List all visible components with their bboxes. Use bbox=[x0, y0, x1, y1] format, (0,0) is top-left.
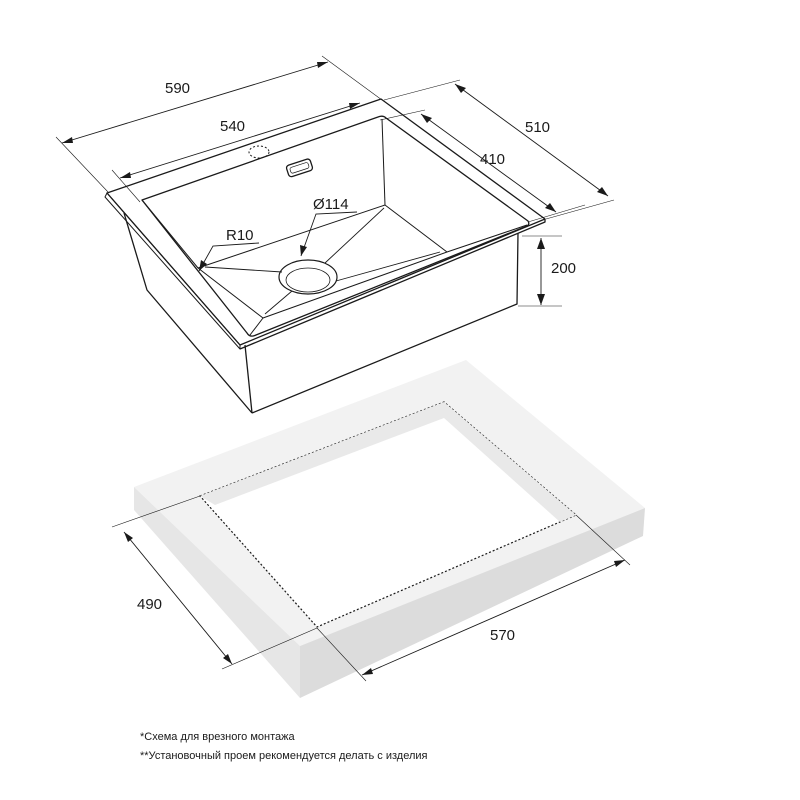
sink-body-front-left bbox=[244, 344, 253, 414]
dim-590-ext-right bbox=[321, 55, 383, 101]
arrow-r10 bbox=[199, 260, 207, 271]
arrow-410-top bbox=[421, 114, 432, 123]
dim-510-ext-top bbox=[383, 79, 461, 101]
countertop-cutout bbox=[198, 401, 578, 628]
dim-d114-leader bbox=[300, 211, 358, 257]
tap-hole bbox=[248, 145, 270, 159]
dimension-labels: 590 540 510 410 Ø114 R10 200 490 570 bbox=[137, 80, 576, 644]
arrow-490-bottom bbox=[223, 654, 232, 664]
arrow-510-top bbox=[455, 84, 466, 93]
label-cutout-width: 570 bbox=[490, 627, 515, 644]
arrow-570-right bbox=[614, 560, 625, 567]
drain-hole-inner bbox=[285, 267, 331, 293]
arrow-590-right bbox=[317, 62, 328, 68]
dim-490-ext-top bbox=[111, 495, 201, 528]
arrow-200-top bbox=[537, 238, 545, 249]
label-overall-depth: 510 bbox=[525, 119, 550, 136]
label-bowl-depth: 410 bbox=[480, 151, 505, 168]
bowl-corner-back bbox=[381, 118, 386, 206]
arrow-510-bottom bbox=[597, 187, 608, 196]
sink-body-bottom bbox=[251, 232, 519, 414]
bowl-corner-front bbox=[249, 317, 264, 336]
dim-590-ext-left bbox=[55, 136, 109, 193]
label-bowl-width: 540 bbox=[220, 118, 245, 135]
drain-groove-1 bbox=[204, 266, 283, 273]
dim-410-line bbox=[420, 113, 557, 213]
countertop-left-face bbox=[134, 487, 300, 698]
cutout-inner-wall-far bbox=[444, 402, 576, 522]
arrow-590-left bbox=[62, 137, 73, 143]
arrow-570-left bbox=[362, 668, 373, 675]
dimension-lines bbox=[55, 55, 631, 682]
drain-groove-2 bbox=[324, 207, 385, 264]
arrow-410-bottom bbox=[545, 203, 556, 212]
dim-570-line bbox=[361, 559, 626, 676]
sink-bowl-floor bbox=[197, 204, 448, 319]
overflow-slot-inner bbox=[289, 162, 310, 174]
dim-410-ext-bottom bbox=[527, 204, 586, 223]
countertop bbox=[134, 360, 645, 698]
label-bowl-height: 200 bbox=[551, 260, 576, 277]
dim-570-ext-right bbox=[575, 514, 631, 566]
dim-510-ext-bottom bbox=[545, 199, 615, 220]
label-overall-width: 590 bbox=[165, 80, 190, 97]
dim-540-ext-left bbox=[111, 169, 141, 203]
dimension-arrowheads bbox=[62, 62, 625, 675]
sink-body-left bbox=[123, 212, 253, 414]
drain-groove-4 bbox=[264, 290, 293, 315]
sink-rim-front-edge bbox=[239, 219, 546, 350]
overflow-slot bbox=[285, 158, 314, 178]
label-cutout-depth: 490 bbox=[137, 596, 162, 613]
installation-note-2: **Установочный проем рекомендуется делат… bbox=[140, 750, 428, 762]
arrow-200-bottom bbox=[537, 294, 545, 305]
cutout-inner-wall-left bbox=[200, 402, 444, 505]
dim-570-ext-left bbox=[316, 627, 367, 682]
arrow-490-top bbox=[124, 532, 133, 542]
sink-bowl-opening bbox=[141, 115, 530, 337]
dim-490-line bbox=[123, 531, 233, 665]
countertop-front-face bbox=[300, 508, 645, 698]
sink bbox=[104, 98, 546, 414]
dim-590-line bbox=[61, 61, 329, 144]
arrow-540-right bbox=[349, 103, 360, 109]
drain-groove-3 bbox=[335, 251, 441, 282]
dim-540-line bbox=[119, 102, 361, 179]
arrow-540-left bbox=[120, 172, 131, 178]
installation-note-1: *Схема для врезного монтажа bbox=[140, 731, 295, 743]
drain-hole bbox=[278, 259, 338, 295]
label-corner-radius: R10 bbox=[226, 227, 254, 244]
dim-510-line bbox=[454, 83, 609, 197]
arrow-d114 bbox=[300, 245, 307, 256]
dim-490-ext-bottom bbox=[221, 627, 318, 670]
bowl-corner-back-left bbox=[141, 199, 199, 269]
label-drain-diameter: Ø114 bbox=[313, 196, 349, 213]
dim-410-ext-top bbox=[379, 109, 426, 121]
bowl-corner-right bbox=[446, 224, 528, 253]
